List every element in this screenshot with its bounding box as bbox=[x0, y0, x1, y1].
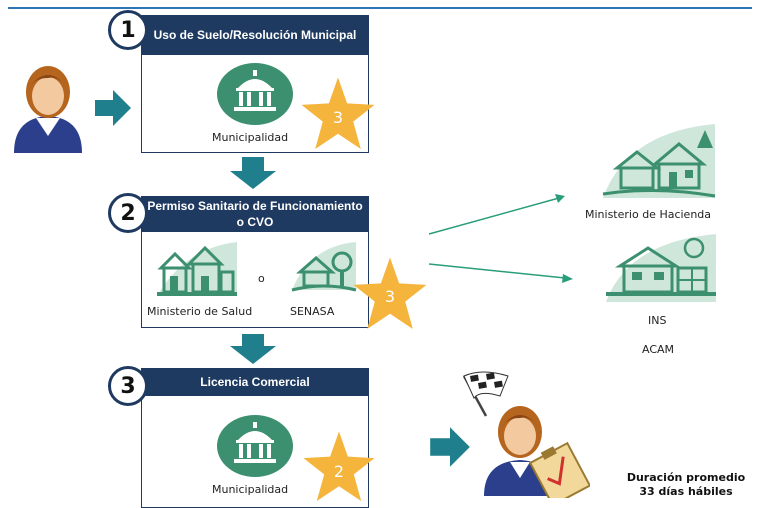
step2-number: 2 bbox=[108, 193, 148, 233]
hacienda-label: Ministerio de Hacienda bbox=[585, 208, 712, 221]
step3-entity-label: Municipalidad bbox=[212, 483, 289, 496]
connector-arrows bbox=[428, 194, 573, 283]
hacienda-icon bbox=[602, 124, 716, 198]
step1-star-value: 3 bbox=[332, 108, 344, 127]
ins-label: INS bbox=[648, 314, 667, 327]
checkered-flag-icon bbox=[462, 371, 509, 417]
step1-title: Uso de Suelo/Resolución Municipal bbox=[141, 15, 369, 55]
municipality-icon bbox=[217, 415, 293, 477]
step3-number: 3 bbox=[108, 366, 148, 406]
star-icon bbox=[353, 257, 427, 329]
step3-star-value: 2 bbox=[333, 462, 345, 481]
entity-salud-label: Ministerio de Salud bbox=[147, 305, 253, 318]
duration-line2: 33 días hábiles bbox=[639, 485, 733, 498]
arrow-right-icon bbox=[430, 427, 470, 467]
arrow-down-icon bbox=[230, 334, 276, 364]
person-icon bbox=[14, 66, 82, 153]
arrow-right-icon bbox=[95, 90, 131, 126]
entity-senasa-label: SENASA bbox=[290, 305, 335, 318]
star-icon bbox=[303, 431, 375, 502]
municipality-icon bbox=[217, 63, 293, 125]
step1-number: 1 bbox=[108, 10, 148, 50]
top-rule bbox=[8, 7, 752, 9]
step1-entity-label: Municipalidad bbox=[212, 131, 289, 144]
duration-line1: Duración promedio bbox=[626, 471, 746, 484]
step3-title: Licencia Comercial bbox=[141, 368, 369, 396]
farm-icon bbox=[291, 242, 357, 292]
acam-label: ACAM bbox=[642, 343, 675, 356]
step2-star-value: 3 bbox=[384, 287, 396, 306]
person-checklist-icon bbox=[484, 406, 590, 498]
star-icon bbox=[301, 77, 375, 149]
arrow-down-icon bbox=[230, 157, 276, 189]
step2-title: Permiso Sanitario de Funcionamiento o CV… bbox=[141, 196, 369, 232]
ins-icon bbox=[606, 234, 716, 302]
houses-icon bbox=[157, 242, 237, 296]
connector-o: o bbox=[258, 272, 265, 285]
